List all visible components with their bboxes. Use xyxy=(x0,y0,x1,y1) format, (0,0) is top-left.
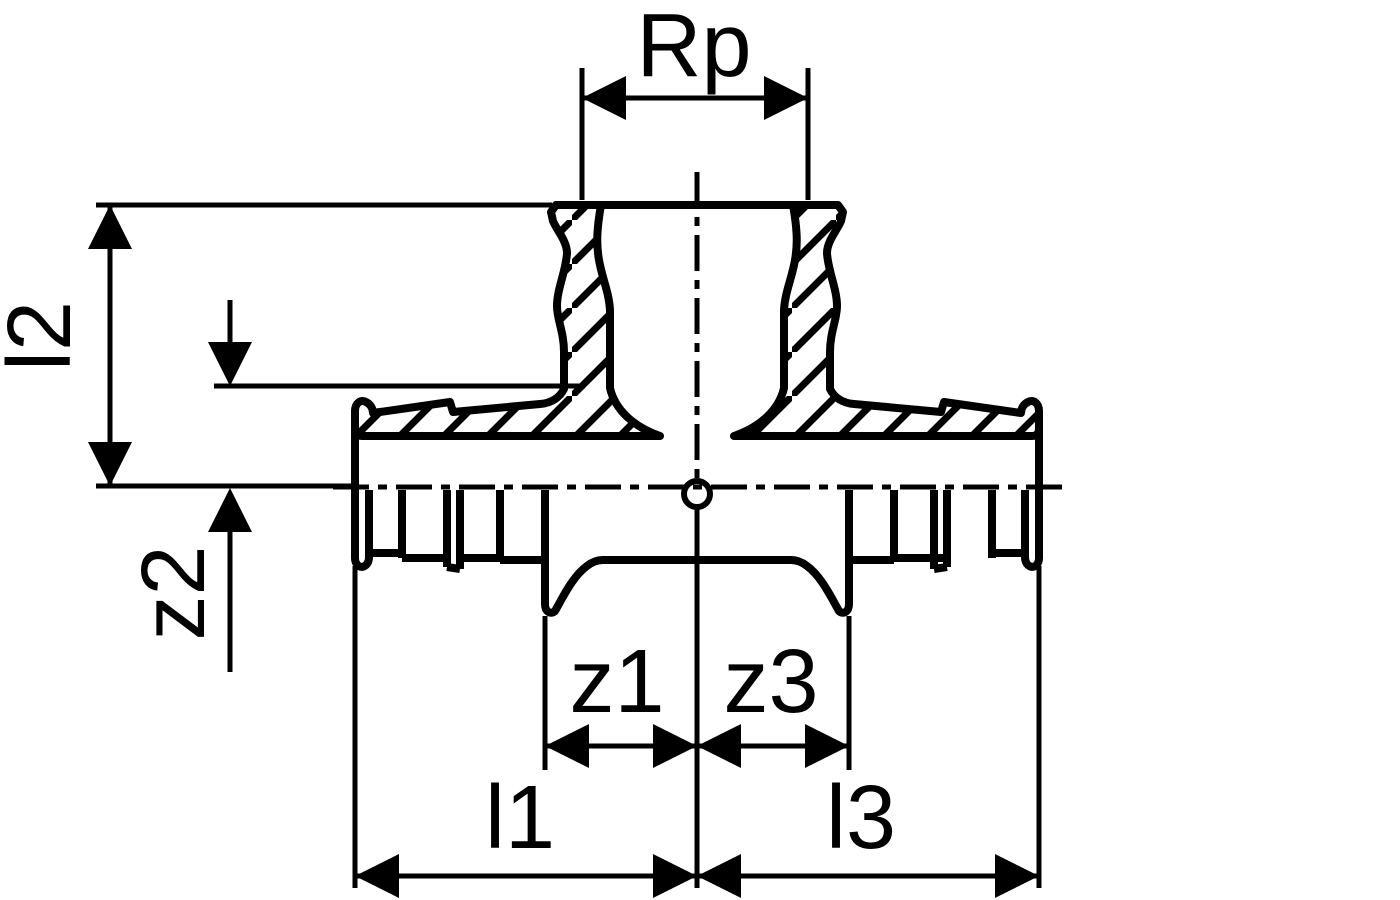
fitting-section-right xyxy=(730,201,1043,440)
label-z2: z2 xyxy=(124,545,224,640)
label-z1: z1 xyxy=(569,632,664,732)
label-rp: Rp xyxy=(636,0,751,96)
left-spigot-ribs xyxy=(369,490,545,573)
left-end-face xyxy=(351,410,373,571)
rp-arrow-right xyxy=(764,76,808,120)
dimension-rp: Rp xyxy=(579,0,811,200)
right-end-face xyxy=(1021,410,1043,571)
z1-arrow-left xyxy=(545,724,589,768)
l3-arrow-left xyxy=(697,854,741,898)
z2-arrow-up xyxy=(208,488,252,532)
dimension-l1-l3: l1 l3 xyxy=(352,508,1042,898)
label-l1: l1 xyxy=(485,768,555,868)
dimension-l2: l2 xyxy=(0,202,552,489)
l2-arrow-bottom xyxy=(88,442,132,486)
z1-arrow-right xyxy=(653,724,697,768)
l3-arrow-right xyxy=(995,854,1039,898)
l2-arrow-top xyxy=(88,205,132,249)
fitting-section-left xyxy=(351,201,664,440)
z2-arrow-down xyxy=(208,342,252,386)
right-spigot-ribs xyxy=(849,490,1025,573)
l1-arrow-left xyxy=(355,854,399,898)
label-l2: l2 xyxy=(0,301,90,371)
dimension-z1-z3: z1 z3 xyxy=(542,616,852,770)
label-z3: z3 xyxy=(723,632,818,732)
l1-arrow-right xyxy=(653,854,697,898)
center-mark-circle xyxy=(681,478,713,510)
rp-arrow-left xyxy=(582,76,626,120)
z3-arrow-right xyxy=(805,724,849,768)
centerlines xyxy=(333,172,1062,510)
fitting-section-cut xyxy=(351,201,1043,440)
dimension-z2: z2 xyxy=(124,300,585,672)
label-l3: l3 xyxy=(826,768,896,868)
z3-arrow-left xyxy=(697,724,741,768)
